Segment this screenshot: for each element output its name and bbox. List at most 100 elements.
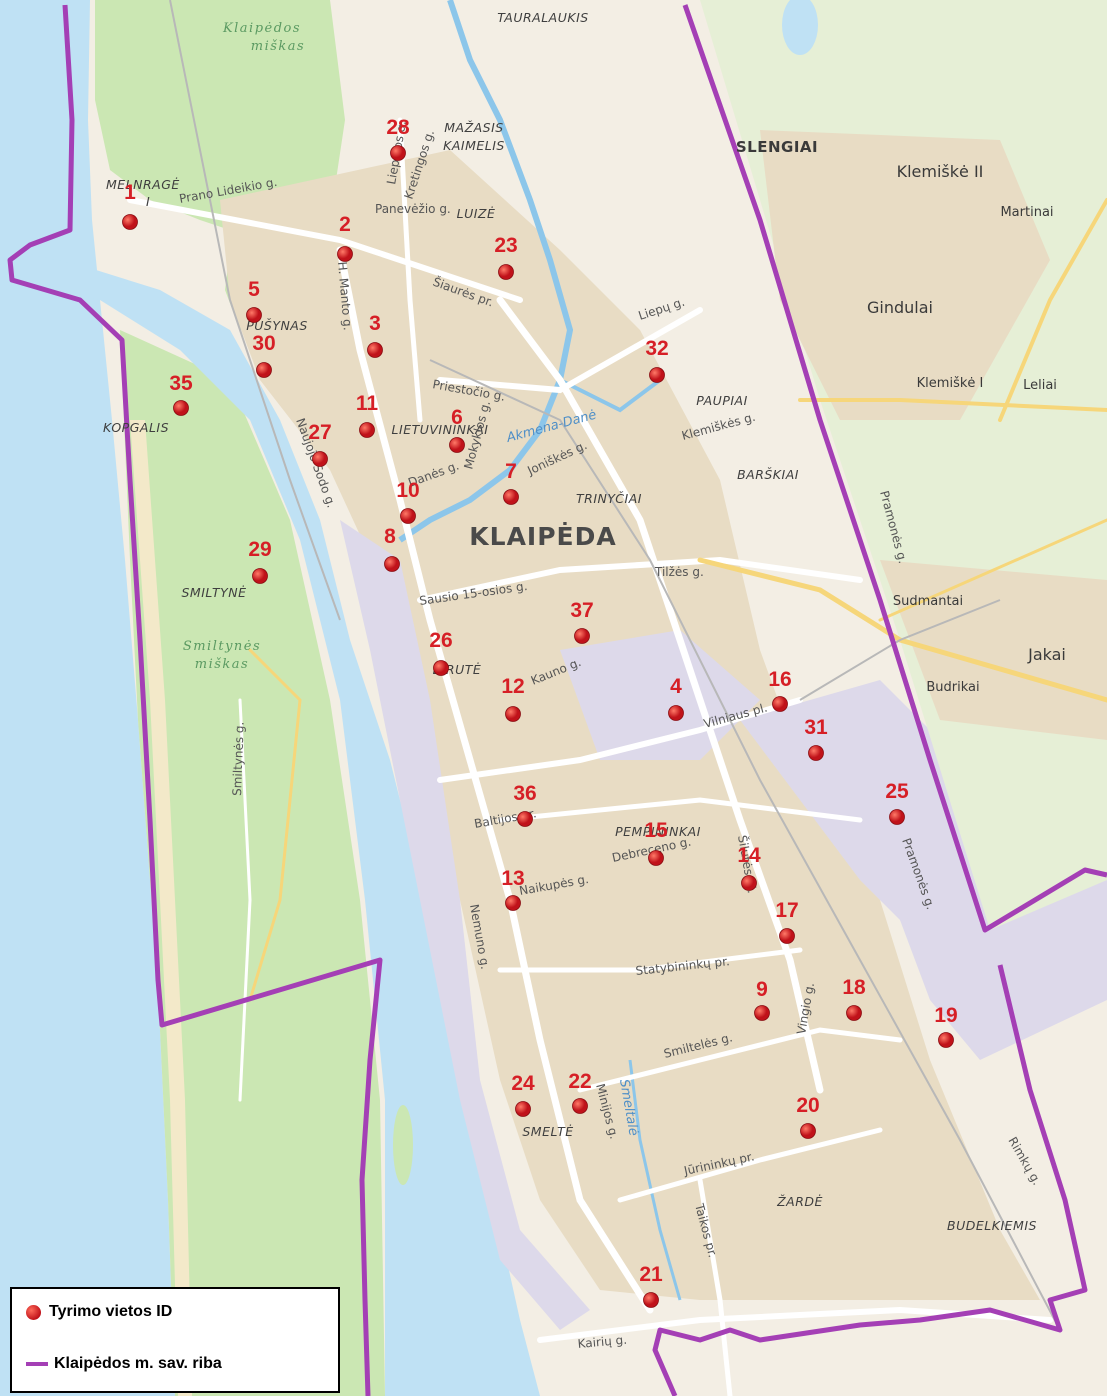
- site-marker-16[interactable]: [772, 696, 788, 712]
- site-marker-7[interactable]: [503, 489, 519, 505]
- site-marker-10[interactable]: [400, 508, 416, 524]
- site-label-31: 31: [804, 716, 828, 739]
- site-label-25: 25: [885, 780, 909, 803]
- place-luize: LUIZĖ: [457, 206, 496, 221]
- site-marker-5[interactable]: [246, 307, 262, 323]
- site-marker-26[interactable]: [433, 660, 449, 676]
- site-label-23: 23: [494, 234, 517, 257]
- site-marker-6[interactable]: [449, 437, 465, 453]
- major-roads: [248, 198, 1107, 1002]
- site-marker-22[interactable]: [572, 1098, 588, 1114]
- site-marker-4[interactable]: [668, 705, 684, 721]
- site-label-30: 30: [252, 332, 275, 355]
- site-marker-23[interactable]: [498, 264, 514, 280]
- municipality-boundary: [7, 4, 1107, 1396]
- site-marker-27[interactable]: [312, 451, 328, 467]
- site-marker-17[interactable]: [779, 928, 795, 944]
- site-marker-19[interactable]: [938, 1032, 954, 1048]
- street-manto: H. Manto g.: [335, 261, 355, 331]
- place-kopgalis: KOPGALIS: [103, 420, 169, 435]
- site-marker-25[interactable]: [889, 809, 905, 825]
- site-marker-36[interactable]: [517, 811, 533, 827]
- site-marker-15[interactable]: [648, 850, 664, 866]
- site-marker-24[interactable]: [515, 1101, 531, 1117]
- marker-dot-icon: [26, 1304, 41, 1320]
- site-label-2: 2: [339, 213, 351, 236]
- site-label-10: 10: [396, 479, 419, 502]
- place-lietuvininkai: LIETUVININKAI: [392, 422, 489, 437]
- site-marker-11[interactable]: [359, 422, 375, 438]
- street-kairiu: Kairių g.: [577, 1333, 628, 1351]
- legend: Tyrimo vietos ID Klaipėdos m. sav. riba: [10, 1287, 340, 1393]
- place-melnrage-suffix: I: [146, 194, 150, 209]
- site-marker-14[interactable]: [741, 875, 757, 891]
- place-jakai: Jakai: [1027, 645, 1066, 664]
- river-branch: [559, 378, 662, 413]
- place-leliai: Leliai: [1023, 378, 1057, 393]
- boundary-line-icon: [26, 1362, 48, 1366]
- site-label-28: 28: [386, 116, 410, 139]
- site-marker-20[interactable]: [800, 1123, 816, 1139]
- site-marker-18[interactable]: [846, 1005, 862, 1021]
- site-marker-8[interactable]: [384, 556, 400, 572]
- site-label-22: 22: [568, 1070, 591, 1093]
- street-panevezio: Panevėžio g.: [375, 202, 451, 216]
- site-marker-35[interactable]: [173, 400, 189, 416]
- site-label-17: 17: [775, 899, 798, 922]
- site-marker-12[interactable]: [505, 706, 521, 722]
- legend-row-boundary: Klaipėdos m. sav. riba: [26, 1355, 222, 1373]
- site-label-27: 27: [308, 421, 331, 444]
- place-pusynas: PUŠYNAS: [246, 318, 308, 333]
- place-sudmantai: Sudmantai: [893, 594, 963, 609]
- site-marker-9[interactable]: [754, 1005, 770, 1021]
- site-marker-28[interactable]: [390, 145, 406, 161]
- site-label-37: 37: [570, 599, 593, 622]
- site-label-19: 19: [934, 1004, 957, 1027]
- forest-label-smiltynes-1: Smiltynės: [183, 639, 261, 654]
- site-label-20: 20: [796, 1094, 819, 1117]
- site-marker-2[interactable]: [337, 246, 353, 262]
- site-marker-21[interactable]: [643, 1292, 659, 1308]
- klaipedos-forest: [95, 0, 345, 240]
- forest-label-klaipedos-2: miškas: [251, 39, 305, 54]
- place-smiltyne: SMILTYNĖ: [181, 585, 246, 600]
- place-budrikai: Budrikai: [926, 680, 979, 695]
- legend-boundary-label: Klaipėdos m. sav. riba: [54, 1355, 222, 1372]
- place-mazasis: MAŽASIS: [444, 120, 504, 135]
- city-klaipeda: KLAIPĖDA: [469, 521, 616, 551]
- site-label-32: 32: [645, 337, 668, 360]
- site-label-24: 24: [511, 1072, 535, 1095]
- site-marker-37[interactable]: [574, 628, 590, 644]
- gindulai-settlement: [760, 130, 1050, 420]
- railways: [169, 0, 1061, 1331]
- street-tilzes: Tilžės g.: [654, 565, 704, 579]
- place-smelte: SMELTĖ: [522, 1124, 573, 1139]
- place-kaimelis: KAIMELIS: [443, 138, 505, 153]
- street-smiltynes: Smiltynės g.: [230, 721, 247, 796]
- site-marker-30[interactable]: [256, 362, 272, 378]
- site-label-13: 13: [501, 867, 524, 890]
- site-label-26: 26: [429, 629, 452, 652]
- site-marker-13[interactable]: [505, 895, 521, 911]
- site-label-12: 12: [501, 675, 524, 698]
- site-label-3: 3: [369, 312, 381, 335]
- curonian-spit-forest: [120, 330, 385, 1396]
- site-label-21: 21: [639, 1263, 663, 1286]
- site-label-1: 1: [124, 181, 136, 204]
- forest-label-klaipedos-1: Klaipėdos: [222, 21, 301, 36]
- site-marker-31[interactable]: [808, 745, 824, 761]
- site-label-29: 29: [248, 538, 271, 561]
- sampling-sites: 1234567891011121314151617181920212223242…: [122, 116, 958, 1308]
- place-paupiai: PAUPIAI: [696, 393, 748, 408]
- site-label-4: 4: [670, 675, 682, 698]
- site-marker-29[interactable]: [252, 568, 268, 584]
- port-industrial: [340, 520, 590, 1330]
- site-marker-3[interactable]: [367, 342, 383, 358]
- place-budelkiemis: BUDELKIEMIS: [947, 1218, 1037, 1233]
- site-marker-1[interactable]: [122, 214, 138, 230]
- site-marker-32[interactable]: [649, 367, 665, 383]
- legend-marker-label: Tyrimo vietos ID: [49, 1303, 173, 1320]
- site-label-14: 14: [737, 844, 761, 867]
